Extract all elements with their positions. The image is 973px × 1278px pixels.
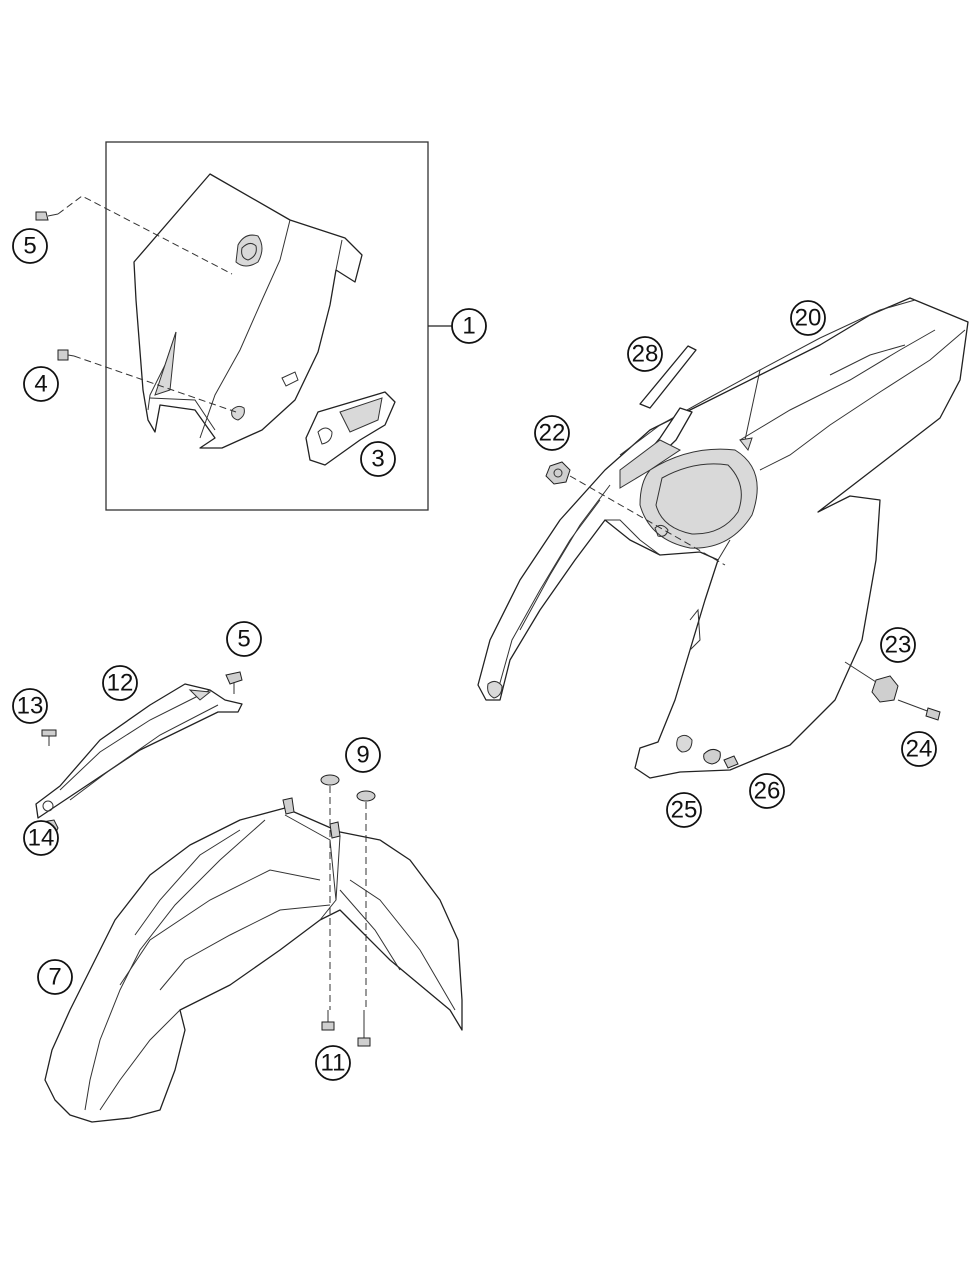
rear-fender-decal <box>619 345 697 489</box>
callout-label: 13 <box>17 693 44 720</box>
nut-22 <box>545 461 571 485</box>
screw-24 <box>871 675 941 721</box>
screw-4 <box>57 349 75 361</box>
callout-5-top: 5 <box>12 228 48 264</box>
callout-22: 22 <box>534 415 570 451</box>
number-plate <box>133 173 363 449</box>
callout-label: 9 <box>356 742 369 769</box>
callout-7: 7 <box>37 959 73 995</box>
washer-9-right <box>356 790 376 802</box>
number-plate-decal <box>305 391 396 466</box>
assembly-line-22 <box>569 475 726 566</box>
screw-13 <box>41 729 57 746</box>
callout-label: 11 <box>321 1050 346 1077</box>
washer-9-left <box>320 774 340 786</box>
callout-5-lower: 5 <box>226 621 262 657</box>
fork-guard <box>35 683 243 819</box>
callout-label: 3 <box>371 446 384 473</box>
callout-24: 24 <box>901 731 937 767</box>
callout-12: 12 <box>102 665 138 701</box>
callout-label: 1 <box>462 313 475 340</box>
callout-20: 20 <box>790 300 826 336</box>
callout-label: 22 <box>539 420 566 447</box>
callout-23: 23 <box>880 627 916 663</box>
callout-label: 5 <box>237 626 250 653</box>
callout-label: 28 <box>632 341 659 368</box>
callout-11: 11 <box>315 1045 351 1081</box>
callout-28: 28 <box>627 336 663 372</box>
assembly-line-4 <box>73 355 237 413</box>
rear-fender <box>477 297 969 779</box>
callout-1: 1 <box>451 308 487 344</box>
callout-9: 9 <box>345 737 381 773</box>
front-fender <box>44 797 463 1123</box>
callout-4: 4 <box>23 366 59 402</box>
callout-label: 23 <box>885 632 912 659</box>
screw-5-top <box>35 211 59 221</box>
washer-25 <box>703 748 721 765</box>
bolt-11-right <box>357 1010 371 1047</box>
callout-26: 26 <box>749 773 785 809</box>
callout-3: 3 <box>360 441 396 477</box>
screw-26 <box>723 755 739 769</box>
callout-label: 14 <box>28 825 55 852</box>
callout-13: 13 <box>12 688 48 724</box>
bolt-11-left <box>321 1010 335 1031</box>
callout-label: 24 <box>906 736 933 763</box>
callout-label: 12 <box>107 670 134 697</box>
assembly-line-23 <box>844 661 877 683</box>
callout-label: 7 <box>48 964 61 991</box>
screw-5-lower <box>225 671 243 694</box>
callout-label: 5 <box>23 233 36 260</box>
callout-25: 25 <box>666 792 702 828</box>
callout-label: 25 <box>671 797 698 824</box>
callout-14: 14 <box>23 820 59 856</box>
callout-label: 4 <box>34 371 47 398</box>
callout-label: 26 <box>754 778 781 805</box>
callout-label: 20 <box>795 305 822 332</box>
